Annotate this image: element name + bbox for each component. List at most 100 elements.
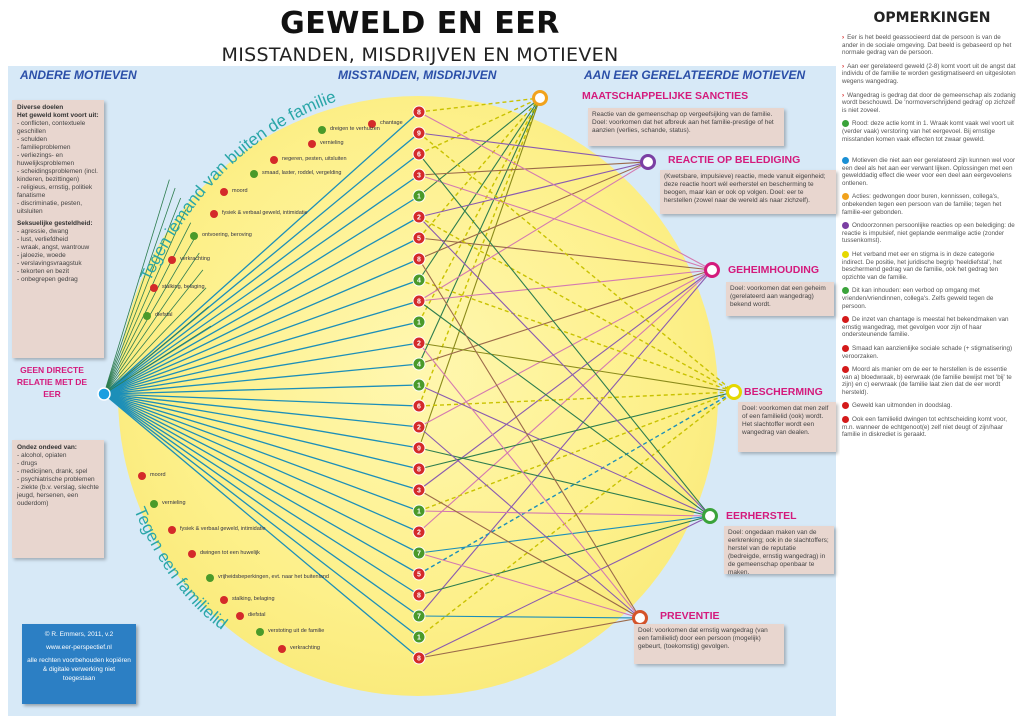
offence-label-top: ontvoering, beroving — [202, 232, 252, 238]
offence-label-bottom: verstoting uit de familie — [268, 628, 325, 634]
offence-marker[interactable]: 8 — [412, 651, 426, 665]
offence-marker[interactable]: 7 — [412, 546, 426, 560]
offence-marker-number: 3 — [417, 173, 421, 180]
offence-marker[interactable]: 8 — [412, 252, 426, 266]
offence-marker-number: 8 — [417, 299, 421, 306]
offence-marker-dot — [412, 651, 426, 665]
offence-marker-number: 2 — [417, 215, 421, 222]
remark-item: Geweld kan uitmonden in doodslag. — [842, 402, 1018, 410]
motive-node-geheimhouding[interactable] — [704, 262, 720, 278]
offence-marker[interactable]: 2 — [412, 336, 426, 350]
remark-item: Het verband met eer en stigma is in deze… — [842, 250, 1018, 282]
offence-label-top: negeren, pesten, uitsluiten — [282, 156, 347, 162]
fan-line — [103, 216, 420, 395]
motive-node-preventie[interactable] — [632, 610, 648, 626]
motive-node-belediging[interactable] — [640, 154, 656, 170]
motive-link — [418, 132, 649, 163]
offence-marker[interactable]: 2 — [412, 210, 426, 224]
motive-link — [418, 269, 713, 302]
offence-marker[interactable]: 8 — [412, 462, 426, 476]
box-heading-2: Seksuelijke gesteldheid: — [17, 220, 93, 227]
offence-label-bottom: vrijheidsbeperkingen, evt. naar het buit… — [218, 574, 329, 580]
offence-link — [103, 187, 176, 395]
offence-label-marker — [236, 612, 244, 620]
offence-link — [103, 252, 200, 395]
offence-marker[interactable]: 6 — [412, 399, 426, 413]
offence-label-marker — [138, 472, 146, 480]
offence-marker[interactable]: 1 — [412, 630, 426, 644]
motive-link — [418, 97, 541, 365]
offence-marker[interactable]: 4 — [412, 357, 426, 371]
offence-marker[interactable]: 7 — [412, 609, 426, 623]
remark-arrow-icon: › — [842, 34, 845, 41]
offence-marker-dot — [412, 357, 426, 371]
box-item-list-2: - agressie, dwang- lust, verliefdheid- w… — [17, 228, 99, 284]
offence-marker[interactable]: 4 — [412, 273, 426, 287]
remark-item: Moord als manier om de eer te herstellen… — [842, 366, 1018, 397]
offence-marker[interactable]: 6 — [412, 147, 426, 161]
offence-label-marker — [210, 210, 218, 218]
offence-marker[interactable]: 2 — [412, 525, 426, 539]
motive-title-geheimhouding: GEHEIMHOUDING — [728, 264, 820, 276]
offence-marker[interactable]: 3 — [412, 168, 426, 182]
offence-marker-dot — [412, 588, 426, 602]
fan-line — [103, 111, 420, 395]
remark-text: Aan eer gerelateerd geweld (2-8) komt vo… — [842, 62, 1016, 85]
offence-marker[interactable]: 5 — [412, 231, 426, 245]
offence-marker-dot — [412, 168, 426, 182]
fan-line — [103, 258, 420, 395]
box-item: - wraak, angst, wantrouw — [17, 244, 90, 251]
box-item: - discriminatie, pesten, uitsluiten — [17, 200, 83, 215]
offence-marker-dot — [412, 420, 426, 434]
offence-marker[interactable]: 8 — [412, 105, 426, 119]
box-item: - familieproblemen — [17, 144, 71, 151]
box-item: - onbegrepen gedrag — [17, 276, 78, 283]
center-node — [97, 387, 111, 401]
box-item: - lust, verliefdheid — [17, 236, 68, 243]
offence-marker-number: 7 — [417, 551, 421, 558]
offence-label-marker — [206, 574, 214, 582]
remark-bullet-icon — [842, 344, 849, 352]
remark-bullet-icon — [842, 156, 849, 164]
fan-line — [103, 393, 420, 617]
copyright-line: © R. Emmers, 2011, v.2 — [44, 631, 114, 638]
offence-marker[interactable]: 5 — [412, 567, 426, 581]
offence-marker[interactable]: 1 — [412, 378, 426, 392]
remark-text: De inzet van chantage is meestal het bek… — [842, 316, 1009, 339]
offence-marker[interactable]: 2 — [412, 420, 426, 434]
remark-item: Ondoorzonnen persoonlijke reacties op ee… — [842, 222, 1018, 245]
motive-link — [418, 161, 649, 176]
motive-node-eerherstel[interactable] — [702, 508, 718, 524]
offence-marker[interactable]: 9 — [412, 441, 426, 455]
offence-marker[interactable]: 8 — [412, 588, 426, 602]
box-item: - scheidingsproblemen (incl. kinderen, b… — [17, 168, 98, 183]
offence-marker-dot — [412, 126, 426, 140]
offence-marker[interactable]: 1 — [412, 315, 426, 329]
motive-link — [418, 489, 641, 619]
remark-bullet-icon — [842, 316, 849, 323]
motive-title-bescherming: BESCHERMING — [744, 386, 823, 398]
motive-description-belediging: (Kwetsbare, impulsieve) reactie, mede va… — [660, 170, 836, 214]
offence-label-marker — [190, 232, 198, 240]
offence-marker[interactable]: 3 — [412, 483, 426, 497]
motive-link — [418, 269, 713, 365]
website-link[interactable]: www.eer-perspectief.nl — [46, 644, 112, 651]
box-item: - conflicten, contextuele geschillen — [17, 120, 86, 135]
offence-marker[interactable]: 8 — [412, 294, 426, 308]
motive-link — [418, 617, 641, 659]
fan-line — [103, 393, 420, 428]
motive-node-bescherming[interactable] — [726, 384, 742, 400]
box-other-motives-bottom: Ondez ondeed van: - alcohol, opiaten- dr… — [12, 440, 104, 558]
offence-marker[interactable]: 1 — [412, 189, 426, 203]
offence-marker-dot — [412, 252, 426, 266]
box-item: - religieus, ernstig, politiek fanatisme — [17, 184, 93, 199]
motive-node-sancties[interactable] — [532, 90, 548, 106]
box-item: - drugs — [17, 460, 38, 467]
offence-marker-dot — [412, 147, 426, 161]
offence-marker[interactable]: 1 — [412, 504, 426, 518]
offence-marker-dot — [412, 315, 426, 329]
motive-link — [418, 97, 541, 281]
offence-label-top: dreigen te verhuizen — [330, 126, 380, 132]
offence-marker[interactable]: 9 — [412, 126, 426, 140]
